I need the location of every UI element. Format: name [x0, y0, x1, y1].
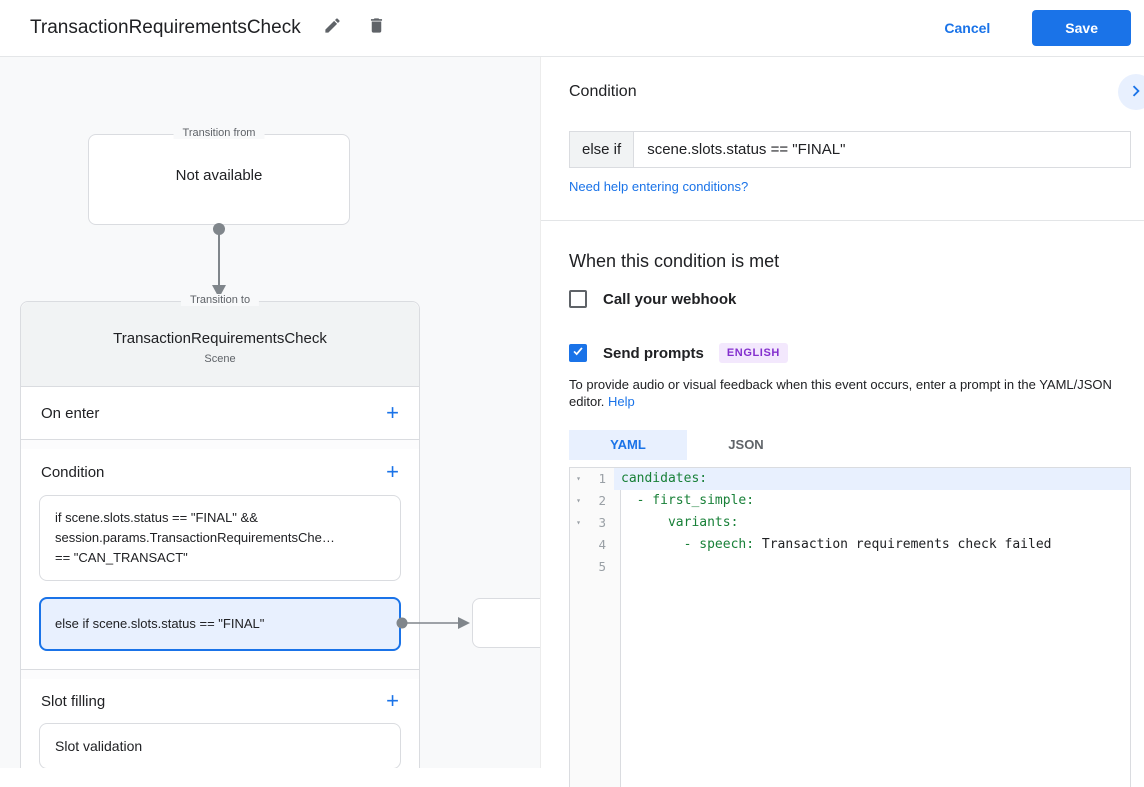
condition-section: Condition + if scene.slots.status == "FI… [21, 449, 419, 669]
yaml-code-editor[interactable]: ▾ 1 candidates: ▾ 2 - first_simple: ▾ 3 varian… [569, 467, 1131, 787]
tab-yaml[interactable]: YAML [569, 430, 687, 460]
fold-toggle-icon[interactable]: ▾ [576, 474, 581, 483]
code-line: ▾ 2 - first_simple: [570, 490, 1130, 512]
trash-icon [367, 16, 386, 40]
transition-from-label: Transition from [173, 127, 265, 139]
code-text [614, 556, 1130, 578]
collapse-panel-button[interactable] [1118, 74, 1144, 110]
connector-target-box[interactable] [472, 598, 540, 648]
tab-json[interactable]: JSON [728, 437, 764, 452]
call-webhook-label: Call your webhook [603, 290, 737, 308]
editor-format-tabs: YAML JSON [569, 430, 805, 460]
line-number: 5 [598, 559, 606, 574]
add-condition-button[interactable]: + [386, 459, 399, 484]
slot-items: Slot validationTransactionRequirementsCh… [21, 723, 419, 768]
prompts-description-text: To provide audio or visual feedback when… [569, 377, 1112, 409]
add-slot-button[interactable]: + [386, 688, 399, 713]
send-prompts-checkbox[interactable] [569, 344, 587, 362]
scene-card: Transition to TransactionRequirementsChe… [20, 294, 420, 768]
code-text: - speech: Transaction requirements check… [621, 537, 1052, 552]
code-line: ▾ 1 candidates: [570, 468, 1130, 490]
slot-filling-label: Slot filling [41, 692, 106, 710]
section-divider [21, 669, 419, 679]
page-title: TransactionRequirementsCheck [30, 17, 301, 38]
transition-to-label: Transition to [180, 294, 260, 306]
cancel-button[interactable]: Cancel [944, 20, 991, 36]
checkmark-icon [571, 344, 585, 363]
fold-toggle-icon [570, 556, 587, 578]
top-bar: TransactionRequirementsCheck Cancel Save [0, 0, 1144, 57]
editor-gutter [570, 468, 621, 787]
save-button[interactable]: Save [1032, 10, 1131, 46]
fold-toggle-icon[interactable]: ▾ [576, 518, 581, 527]
condition-item[interactable]: else if scene.slots.status == "FINAL" [39, 597, 401, 651]
language-badge: ENGLISH [718, 343, 788, 363]
slot-item[interactable]: Slot validation [39, 723, 401, 768]
condition-help-link[interactable]: Need help entering conditions? [569, 179, 749, 194]
scene-card-title: TransactionRequirementsCheck [113, 330, 327, 347]
code-line: ▾ 3 variants: [570, 512, 1130, 534]
add-on-enter-button[interactable]: + [386, 400, 399, 425]
on-enter-section: On enter + [21, 386, 419, 439]
connector-arrow [396, 617, 470, 629]
condition-items: if scene.slots.status == "FINAL" &&sessi… [21, 495, 419, 651]
when-condition-met-title: When this condition is met [569, 251, 780, 271]
scene-card-header: TransactionRequirementsCheck Scene [21, 302, 419, 386]
panel-divider [541, 220, 1144, 221]
transition-from-box: Transition from Not available [88, 127, 350, 225]
code-line: 5 [570, 556, 1130, 578]
fold-toggle-icon[interactable]: ▾ [576, 496, 581, 505]
fold-toggle-icon [570, 534, 587, 556]
pencil-icon [323, 16, 342, 40]
code-text: variants: [621, 515, 739, 530]
condition-item[interactable]: if scene.slots.status == "FINAL" &&sessi… [39, 495, 401, 581]
code-text: - first_simple: [621, 493, 755, 508]
condition-expression-input[interactable] [634, 132, 1130, 167]
on-enter-label: On enter [41, 404, 100, 422]
code-text: candidates: [614, 468, 1130, 490]
scene-card-subtitle: Scene [204, 353, 236, 365]
condition-expression-row: else if [569, 131, 1131, 168]
chevron-right-icon [1125, 80, 1144, 105]
slot-filling-section: Slot filling + Slot validationTransactio… [21, 679, 419, 768]
help-link[interactable]: Help [608, 394, 635, 409]
scene-diagram-canvas: Transition from Not available Transition… [0, 57, 540, 768]
transition-arrow [212, 223, 226, 298]
editor-lines: ▾ 1 candidates: ▾ 2 - first_simple: ▾ 3 varian… [570, 468, 1130, 578]
edit-scene-button[interactable] [321, 16, 345, 40]
transition-from-content: Not available [175, 167, 263, 184]
prompts-description: To provide audio or visual feedback when… [569, 376, 1127, 410]
line-number: 2 [598, 493, 606, 508]
condition-section-label: Condition [41, 463, 105, 481]
line-number: 1 [598, 471, 606, 486]
code-line: 4 - speech: Transaction requirements che… [570, 534, 1130, 556]
send-prompts-label: Send prompts [603, 344, 704, 362]
delete-scene-button[interactable] [365, 16, 389, 40]
line-number: 3 [598, 515, 606, 530]
section-divider [21, 439, 419, 449]
line-number: 4 [598, 537, 606, 552]
condition-prefix: else if [570, 132, 635, 167]
call-webhook-checkbox[interactable] [569, 290, 587, 308]
panel-title: Condition [569, 83, 637, 100]
condition-editor-panel: Condition else if Need help entering con… [540, 57, 1144, 787]
